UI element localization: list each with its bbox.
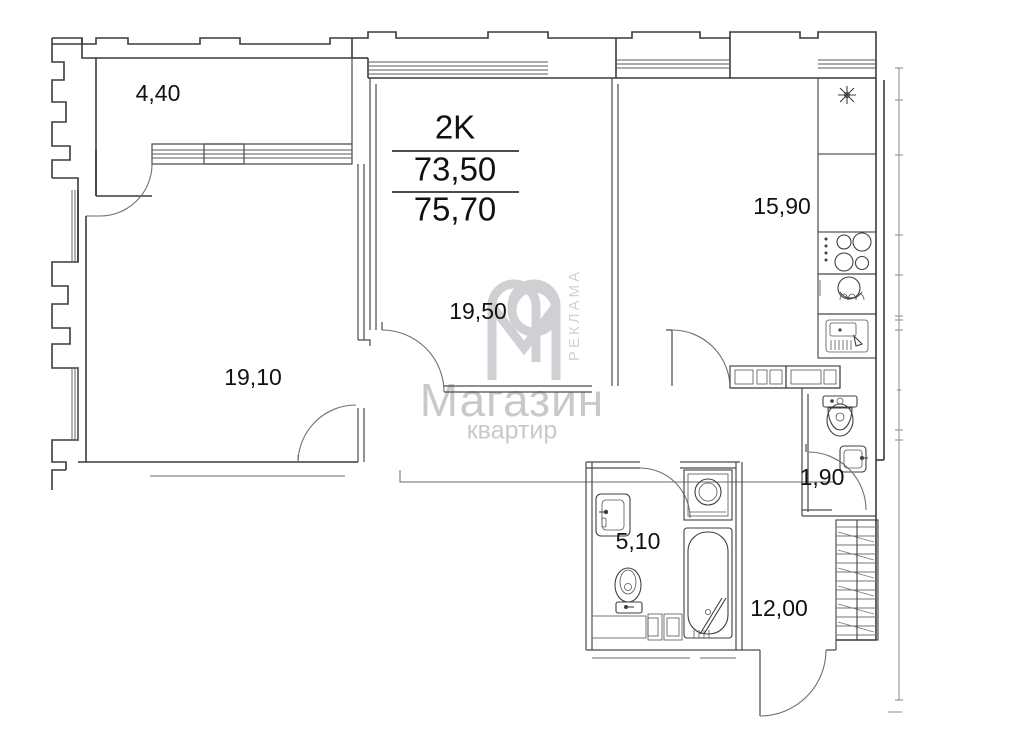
stove-icon <box>824 232 872 272</box>
room-label-living-room: 19,50 <box>449 298 507 324</box>
window-left-lower <box>71 368 79 440</box>
room-toilet <box>801 388 876 517</box>
apartment-area-with-balcony: 75,70 <box>414 191 497 228</box>
room-label-bedroom: 19,10 <box>224 364 282 390</box>
room-living <box>369 78 619 393</box>
kitchen-door-arc <box>671 329 731 389</box>
bathroom-door-arc <box>639 467 691 519</box>
window-left-upper <box>71 190 79 262</box>
kitchen-sink-box <box>817 273 877 315</box>
watermark-brand-main: Магазин <box>420 374 604 426</box>
room-label-toilet: 1,90 <box>800 464 845 490</box>
room-label-bathroom: 5,10 <box>616 528 661 554</box>
refrigerator-icon <box>838 86 856 104</box>
window-top-kitchen <box>616 59 730 69</box>
room-area-labels: 4,40 19,10 19,50 15,90 1,90 5,10 12,00 <box>136 80 845 621</box>
room-hall <box>742 519 879 717</box>
watermark-group: Магазин квартир РЕКЛАМА <box>420 269 604 445</box>
balcony-door-arc <box>99 163 153 217</box>
living-door-arc <box>381 329 445 393</box>
room-label-hall: 12,00 <box>750 595 808 621</box>
toilet-icon <box>822 395 858 437</box>
bathroom-toilet-icon <box>614 567 643 614</box>
kitchen-lower-cabinets <box>729 365 841 389</box>
refrigerator-box <box>817 77 877 155</box>
entrance-door-arc <box>759 649 827 717</box>
room-bathroom <box>585 461 743 659</box>
dishwasher-icon <box>825 319 869 353</box>
wardrobe-icon <box>835 519 879 641</box>
room-label-kitchen: 15,90 <box>753 193 811 219</box>
window-top-living <box>368 61 548 75</box>
apartment-type-label: 2K <box>435 109 475 146</box>
washing-machine-icon <box>683 469 733 521</box>
room-kitchen <box>666 77 877 389</box>
kitchen-sink-icon <box>819 276 865 301</box>
room-label-balcony: 4,40 <box>136 80 181 106</box>
bathtub-icon <box>683 527 733 639</box>
watermark-logo-icon <box>487 279 561 380</box>
small-sink-icon <box>839 445 868 473</box>
bathroom-cabinets <box>591 613 683 641</box>
room-bedroom <box>77 58 836 483</box>
watermark-brand-sub: квартир <box>467 417 558 445</box>
dimension-line-right <box>888 67 903 713</box>
toilet-door-arc <box>807 451 867 511</box>
dishwasher-box <box>817 313 877 359</box>
title-block: 2K 73,50 75,70 <box>392 109 519 228</box>
watermark-vertical-text: РЕКЛАМА <box>566 269 583 361</box>
washbasin-icon <box>595 493 631 537</box>
balcony-glazing <box>151 143 353 165</box>
apartment-area-total: 73,50 <box>414 151 497 188</box>
window-top-right <box>818 59 876 69</box>
bedroom-door-arc <box>297 404 357 464</box>
room-balcony <box>86 143 353 217</box>
